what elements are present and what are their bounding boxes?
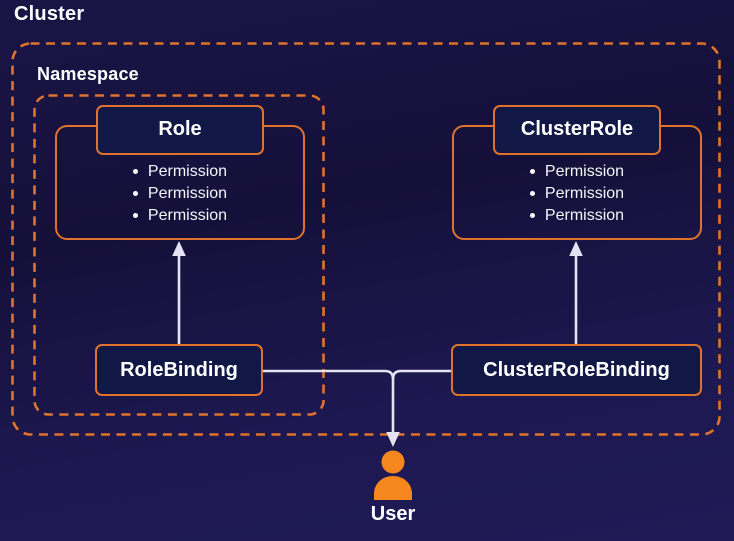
permission-label: Permission bbox=[147, 185, 228, 202]
cluster-role-title: ClusterRole bbox=[493, 104, 661, 155]
permission-item: Permission bbox=[529, 207, 625, 224]
permission-label: Permission bbox=[544, 207, 625, 224]
bullet-icon bbox=[529, 191, 535, 196]
bullet-icon bbox=[529, 213, 535, 218]
role-binding-box: RoleBinding bbox=[95, 344, 263, 396]
connector-bindings-to-user bbox=[263, 369, 451, 447]
cluster-label: Cluster bbox=[14, 3, 85, 25]
permission-item: Permission bbox=[132, 207, 228, 224]
bullet-icon bbox=[132, 213, 138, 218]
permission-label: Permission bbox=[147, 163, 228, 180]
bullet-icon bbox=[132, 191, 138, 196]
permission-label: Permission bbox=[544, 185, 625, 202]
cluster-role-binding-box: ClusterRoleBinding bbox=[451, 344, 702, 396]
role-permissions-list: Permission Permission Permission bbox=[57, 163, 303, 224]
arrow-clusterrolebinding-to-clusterrole bbox=[569, 241, 583, 344]
permission-item: Permission bbox=[529, 163, 625, 180]
permission-label: Permission bbox=[544, 163, 625, 180]
cluster-role-box: ClusterRole Permission Permission Permis… bbox=[452, 104, 702, 240]
permission-item: Permission bbox=[132, 163, 228, 180]
cluster-role-permissions-list: Permission Permission Permission bbox=[454, 163, 700, 224]
user-label: User bbox=[370, 503, 416, 525]
role-box: Role Permission Permission Permission bbox=[55, 104, 305, 240]
permission-item: Permission bbox=[529, 185, 625, 202]
namespace-label: Namespace bbox=[37, 64, 139, 84]
bullet-icon bbox=[132, 169, 138, 174]
user-icon bbox=[374, 450, 412, 500]
permission-item: Permission bbox=[132, 185, 228, 202]
arrow-rolebinding-to-role bbox=[172, 241, 186, 344]
role-title: Role bbox=[96, 104, 264, 155]
permission-label: Permission bbox=[147, 207, 228, 224]
bullet-icon bbox=[529, 169, 535, 174]
